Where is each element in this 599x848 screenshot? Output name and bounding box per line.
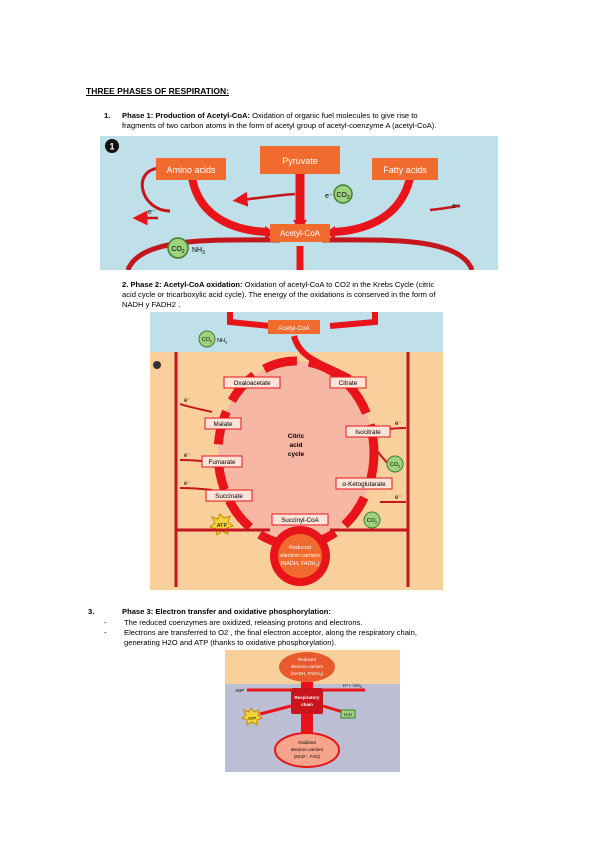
fig2-cycle-label-3: cycle — [288, 451, 305, 458]
phase2-heading: 2. Phase 2: Acetyl-CoA oxidation: — [122, 280, 243, 289]
fig2-acetyl-label: Acetyl-CoA — [278, 325, 310, 332]
fig2-cycle-label-1: Citric — [288, 433, 305, 440]
fig3-h2o-label: H₂O — [344, 712, 353, 717]
fig3-o2-label: H⁺+ ½O2 — [343, 682, 362, 689]
fig3-atp-star — [240, 707, 264, 726]
fig2-co2-top-label: CO2 — [202, 337, 213, 344]
fig2-atp-label: ATP — [217, 523, 228, 529]
fig1-electron-2: e⁻ — [452, 203, 460, 210]
fig2-reduced-core — [278, 534, 322, 578]
fig2-oxaloacetate: Oxaloacetate — [233, 380, 271, 387]
bullet-mark-2: - — [104, 628, 107, 637]
fig3-atp-label: ATP — [248, 716, 256, 721]
figure-phase2: e⁻ e⁻ e⁻ e⁻ e⁻ Acetyl-CoA Oxaloacetate C… — [150, 312, 443, 590]
phase3-heading: Phase 3: Electron transfer and oxidative… — [122, 607, 331, 616]
phase2-text1: Oxidation of acetyl-CoA to CO2 in the Kr… — [242, 280, 435, 289]
phase1-text2: fragments of two carbon atoms in the for… — [122, 121, 437, 130]
fig2-citrate: Citrate — [339, 380, 358, 387]
fig1-arrow-amino — [188, 177, 269, 236]
fig1-electron-3: e⁻ — [148, 209, 156, 216]
phase1-text1: Oxidation of organic fuel molecules to g… — [249, 111, 418, 120]
fig1-arrow-fatty — [331, 176, 414, 236]
fig1-co2-circle — [333, 184, 353, 204]
phase1-paragraph: Phase 1: Production of Acetyl-CoA: Oxida… — [122, 111, 522, 131]
fig1-badge — [105, 139, 119, 153]
fig2-cycle-area — [218, 361, 374, 545]
fig2-succinate: Succinate — [215, 493, 243, 500]
fig3-reduced-3: (NADH, FADH2) — [291, 671, 324, 677]
fig2-fumarate: Fumarate — [209, 459, 236, 466]
fig3-h2o-box — [340, 709, 356, 719]
fig1-nh3-label: NH3 — [192, 247, 205, 256]
fig1-pyruvate-box — [260, 146, 340, 174]
phase3-bullet2: Electrons are transferred to O2 , the fi… — [124, 628, 544, 648]
fig2-co2-right-1 — [386, 455, 404, 473]
phase3-bullet2a: Electrons are transferred to O2 , the fi… — [124, 628, 417, 637]
fig2-electron-5: e⁻ — [395, 495, 402, 501]
fig1-acetyl-label: Acetyl-CoA — [280, 229, 321, 238]
fig3-chain-2: chain — [301, 702, 313, 707]
fig2-electron-1: e⁻ — [184, 398, 191, 404]
phase2-text3: NADH y FADH2 . — [122, 300, 181, 309]
fig3-oxidized-2: electron carriers — [291, 747, 324, 752]
fig1-acetyl-box — [270, 224, 330, 242]
fig3-oxidized-1: Oxidized — [298, 740, 316, 745]
fig2-electron-3: e⁻ — [184, 481, 191, 487]
fig1-badge-text: 1 — [109, 142, 114, 152]
fig1-co2-label-2: CO2 — [171, 246, 185, 255]
fig3-oxidized-3: (NAD⁺, FAD) — [294, 754, 321, 759]
fig2-badge — [153, 361, 161, 369]
fig1-co2-circle-2 — [167, 237, 189, 259]
fig2-reduced-3: (NADH, FADH2) — [280, 561, 319, 568]
fig3-reduced-1: Reduced — [298, 657, 317, 662]
fig1-co2-label: CO2 — [336, 192, 350, 201]
fig2-co2-right-2 — [363, 511, 381, 529]
phase2-paragraph: 2. Phase 2: Acetyl-CoA oxidation: Oxidat… — [122, 280, 522, 310]
fig2-reduced-2: electron carriers — [280, 553, 320, 559]
fig2-electron-4: e⁻ — [395, 421, 402, 427]
fig3-reduced-ellipse — [279, 652, 335, 682]
phase3-bullet1: The reduced coenzymes are oxidized, rele… — [124, 618, 363, 627]
fig2-cycle-label-2: acid — [289, 442, 302, 449]
phase1-number: 1. — [104, 111, 111, 120]
fig1-amino-label: Amino acids — [166, 165, 216, 175]
figure-phase1: 1 Pyruvate Amino acids Fatty acids Acety… — [100, 136, 498, 270]
phase2-text2: acid cycle or tricarboxylic acid cycle).… — [122, 290, 436, 299]
figure-phase3: Reduced electron carriers (NADH, FADH2) … — [225, 650, 400, 772]
fig2-reduced-1: Reduced — [289, 545, 311, 551]
phase3-bullet2b: generating H2O and ATP (thanks to oxidat… — [124, 638, 337, 647]
fig2-co2-top — [198, 330, 216, 348]
fig2-electron-2: e⁻ — [184, 453, 191, 459]
fig2-succinylcoa: Succinyl-CoA — [281, 517, 320, 524]
fig1-down-right — [321, 237, 475, 270]
fig2-nh3-label: NH3 — [217, 338, 228, 345]
fig1-amino-box — [156, 158, 226, 180]
fig2-isocitrate: Isocitrate — [355, 429, 381, 436]
fig2-co2-right-1-label: CO2 — [390, 462, 401, 469]
fig3-oxidized-ellipse — [274, 732, 340, 768]
fig1-fatty-box — [372, 158, 438, 180]
fig1-pyruvate-label: Pyruvate — [282, 156, 318, 166]
fig2-malate: Malate — [214, 421, 233, 428]
bullet-mark-1: - — [104, 618, 107, 627]
fig2-cycle-arrows — [213, 356, 379, 550]
fig2-ketoglutarate: α-Ketoglutarate — [342, 481, 386, 488]
page-title: THREE PHASES OF RESPIRATION: — [86, 86, 229, 96]
fig1-fatty-label: Fatty acids — [383, 165, 427, 175]
fig3-chain-1: Respiratory — [294, 695, 320, 700]
fig3-reduced-2: electron carriers — [291, 664, 324, 669]
fig2-co2-right-2-label: CO2 — [367, 518, 378, 525]
phase1-heading: Phase 1: Production of Acetyl-CoA: — [122, 111, 250, 120]
fig3-adp-label: ADP — [235, 688, 244, 693]
fig1-electron-1: e⁻ — [325, 193, 333, 200]
fig1-electron-loop-left — [140, 166, 171, 213]
fig3-chain-box — [291, 688, 323, 714]
phase3-number: 3. — [88, 607, 95, 616]
